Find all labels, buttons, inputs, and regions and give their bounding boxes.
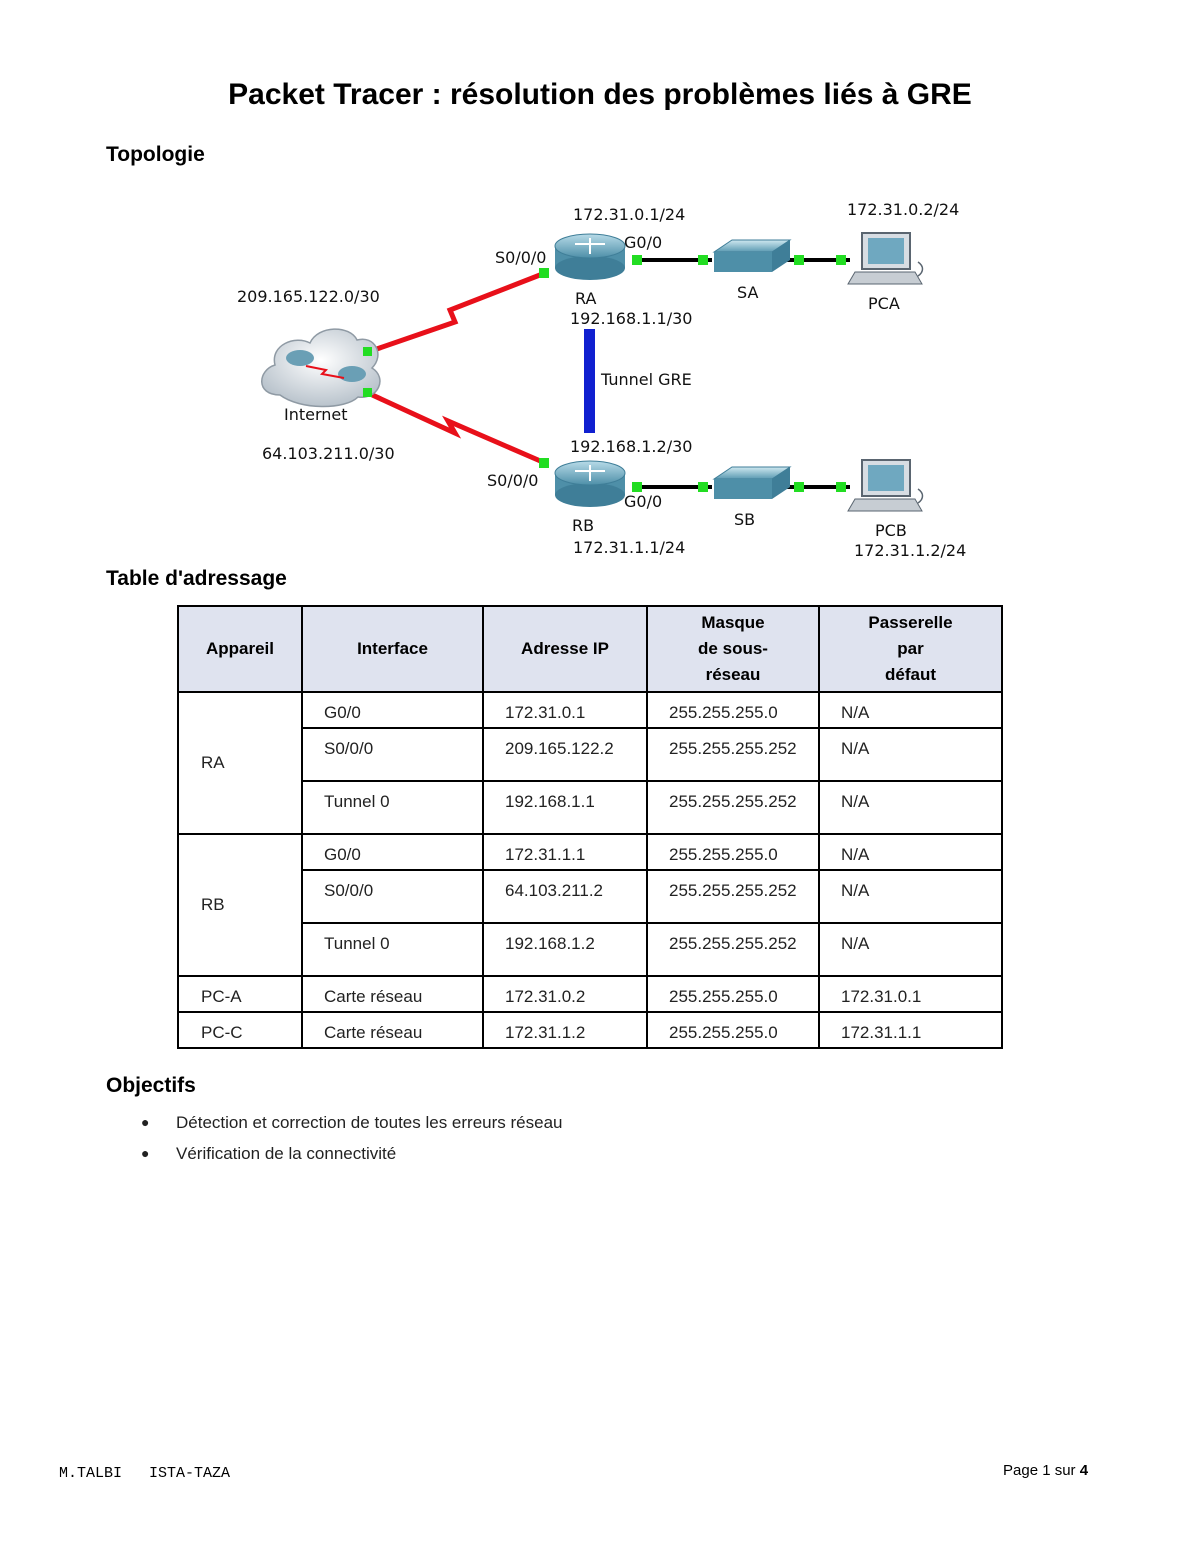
mask-cell: 255.255.255.252 [646, 727, 820, 782]
sb-label: SB [734, 510, 755, 529]
list-item: ●Détection et correction de toutes les e… [106, 1107, 562, 1138]
mask-cell: 255.255.255.0 [646, 975, 820, 1013]
device-cell: PC-C [177, 1011, 303, 1049]
pcb-ip-label: 172.31.1.2/24 [854, 541, 966, 560]
header-ip: Adresse IP [482, 605, 648, 693]
table-row: PC-A Carte réseau 172.31.0.2 255.255.255… [177, 975, 1003, 1013]
section-heading-addressing-table: Table d'adressage [106, 567, 287, 590]
ra-serial-label: S0/0/0 [495, 248, 546, 267]
net-top-label: 209.165.122.0/30 [237, 287, 380, 306]
objectives-list: ●Détection et correction de toutes les e… [106, 1107, 562, 1169]
table-row: RA G0/0 172.31.0.1 255.255.255.0 N/A [177, 691, 1003, 835]
topology-diagram: 172.31.0.1/24 172.31.0.2/24 S0/0/0 G0/0 … [237, 200, 966, 560]
ip-cell: 192.168.1.2 [482, 922, 648, 977]
list-item: ●Vérification de la connectivité [106, 1138, 562, 1169]
switch-sa-icon [712, 239, 792, 272]
mask-cell: 255.255.255.0 [646, 1011, 820, 1049]
interface-cell: Carte réseau [301, 1011, 484, 1049]
interface-cell: S0/0/0 [301, 869, 484, 924]
table-row: RB G0/0 172.31.1.1 255.255.255.0 N/A [177, 833, 1003, 977]
ip-cell: 172.31.1.2 [482, 1011, 648, 1049]
pcb-name-label: PCB [875, 521, 907, 540]
internet-cloud-icon [261, 328, 381, 408]
rb-lan-ip-label: 172.31.1.1/24 [573, 538, 685, 557]
gateway-cell: N/A [818, 691, 1003, 729]
rb-tunnel-ip-label: 192.168.1.2/30 [570, 437, 692, 456]
section-heading-topology: Topologie [106, 143, 205, 166]
gateway-cell: N/A [818, 780, 1003, 835]
net-bottom-label: 64.103.211.0/30 [262, 444, 395, 463]
pca-name-label: PCA [868, 294, 900, 313]
ra-lan-ip-label: 172.31.0.1/24 [573, 205, 685, 224]
sa-label: SA [737, 283, 758, 302]
mask-cell: 255.255.255.0 [646, 691, 820, 729]
ra-tunnel-ip-label: 192.168.1.1/30 [570, 309, 692, 328]
page-title: Packet Tracer : résolution des problèmes… [228, 78, 972, 111]
mask-cell: 255.255.255.0 [646, 833, 820, 871]
device-cell: PC-A [177, 975, 303, 1013]
header-interface: Interface [301, 605, 484, 693]
table-row: Tunnel 0 192.168.1.2 255.255.255.252 N/A [178, 922, 1003, 977]
interface-cell: G0/0 [301, 833, 484, 871]
pca-ip-label: 172.31.0.2/24 [847, 200, 959, 219]
ra-name-label: RA [575, 289, 596, 308]
switch-sb-icon [712, 466, 792, 499]
footer-author: M.TALBI ISTA-TAZA [59, 1465, 231, 1482]
pc-b-icon [847, 459, 924, 512]
gateway-cell: N/A [818, 833, 1003, 871]
table-row: PC-C Carte réseau 172.31.1.2 255.255.255… [177, 1011, 1003, 1049]
rb-name-label: RB [572, 516, 594, 535]
tunnel-link [584, 329, 595, 433]
interface-cell: G0/0 [301, 691, 484, 729]
serial-link-rb [366, 390, 546, 466]
tunnel-label: Tunnel GRE [600, 370, 692, 389]
gateway-cell: N/A [818, 922, 1003, 977]
pc-a-icon [847, 232, 924, 285]
rb-gig-label: G0/0 [624, 492, 662, 511]
router-rb-icon [554, 460, 626, 507]
mask-cell: 255.255.255.252 [646, 780, 820, 835]
table-row: Tunnel 0 192.168.1.1 255.255.255.252 N/A [178, 780, 1003, 835]
bullet-icon: ● [141, 1145, 150, 1161]
ra-gig-label: G0/0 [624, 233, 662, 252]
ip-cell: 192.168.1.1 [482, 780, 648, 835]
interface-cell: Carte réseau [301, 975, 484, 1013]
interface-cell: S0/0/0 [301, 727, 484, 782]
interface-cell: Tunnel 0 [301, 922, 484, 977]
serial-link-ra [367, 270, 546, 355]
section-heading-objectives: Objectifs [106, 1074, 196, 1097]
port-indicators [363, 255, 846, 492]
ip-cell: 172.31.1.1 [482, 833, 648, 871]
rb-serial-label: S0/0/0 [487, 471, 538, 490]
router-ra-icon [554, 233, 626, 280]
device-cell: RB [177, 833, 303, 977]
gateway-cell: N/A [818, 727, 1003, 782]
internet-label: Internet [284, 405, 348, 424]
ip-cell: 209.165.122.2 [482, 727, 648, 782]
ip-cell: 64.103.211.2 [482, 869, 648, 924]
gateway-cell: 172.31.0.1 [818, 975, 1003, 1013]
bullet-icon: ● [141, 1114, 150, 1130]
gateway-cell: 172.31.1.1 [818, 1011, 1003, 1049]
table-row: S0/0/0 64.103.211.2 255.255.255.252 N/A [178, 869, 1003, 924]
mask-cell: 255.255.255.252 [646, 869, 820, 924]
ip-cell: 172.31.0.2 [482, 975, 648, 1013]
interface-cell: Tunnel 0 [301, 780, 484, 835]
gateway-cell: N/A [818, 869, 1003, 924]
mask-cell: 255.255.255.252 [646, 922, 820, 977]
ip-cell: 172.31.0.1 [482, 691, 648, 729]
footer-page-number: Page 1 sur 4 [1003, 1462, 1089, 1479]
device-cell: RA [177, 691, 303, 835]
table-row: S0/0/0 209.165.122.2 255.255.255.252 N/A [178, 727, 1003, 782]
header-device: Appareil [177, 605, 303, 693]
